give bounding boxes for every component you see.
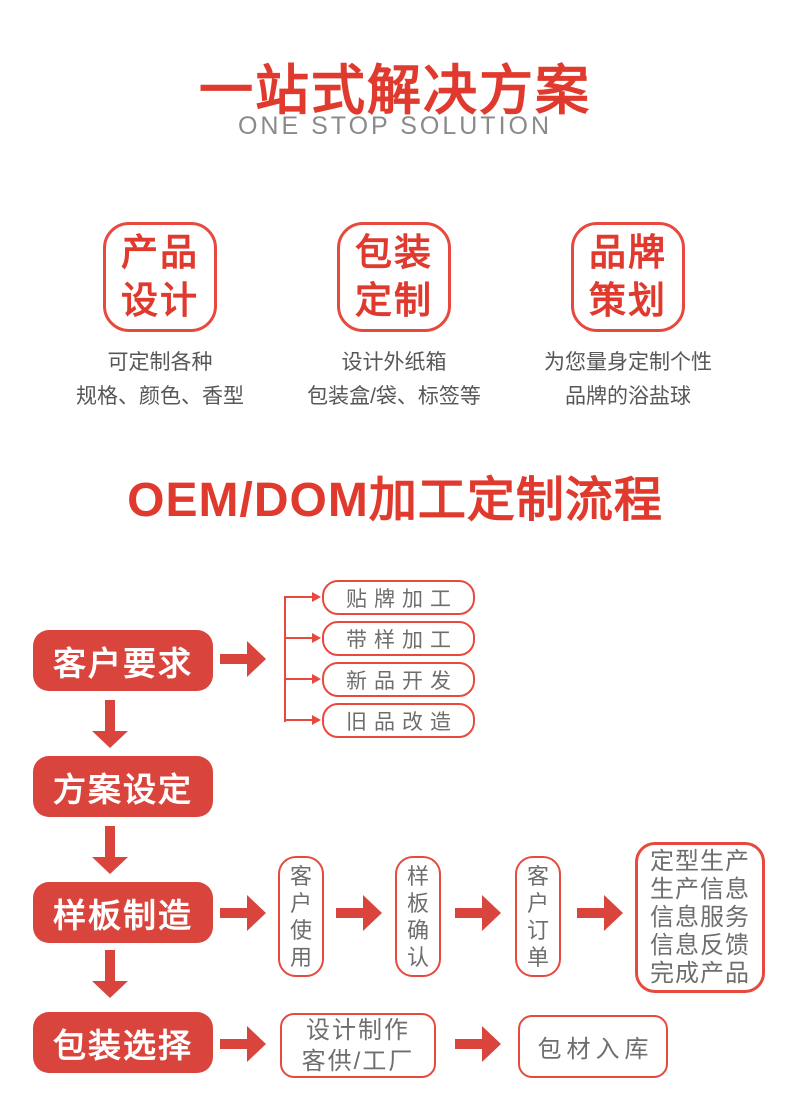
step-plan-setting: 方案设定 xyxy=(33,756,213,817)
arrow-right-icon xyxy=(220,1026,266,1062)
production-info-box: 定型生产 生产信息 信息服务 信息反馈 完成产品 xyxy=(635,842,765,993)
chain-box-sample-confirm: 样板确认 xyxy=(395,856,441,977)
step-customer-requirements: 客户要求 xyxy=(33,630,213,691)
design-make-box: 设计制作 客供/工厂 xyxy=(280,1013,436,1078)
arrow-right-icon xyxy=(220,641,266,677)
arrow-right-icon xyxy=(336,895,382,931)
arrow-right-icon xyxy=(455,895,501,931)
arrow-down-icon xyxy=(92,950,128,998)
feature-title-line: 品牌 xyxy=(589,232,667,273)
feature-title-line: 策划 xyxy=(589,280,667,321)
feature-box-brand-planning: 品牌 策划 xyxy=(571,222,685,332)
feature-box-packaging-custom: 包装 定制 xyxy=(337,222,451,332)
arrow-right-icon xyxy=(577,895,623,931)
branch-box-new-product: 新品开发 xyxy=(322,662,475,697)
process-title: OEM/DOM加工定制流程 xyxy=(127,474,663,527)
step-sample-making: 样板制造 xyxy=(33,882,213,943)
branch-connector-line xyxy=(284,597,286,722)
feature-title-line: 产品 xyxy=(121,232,199,273)
feature-caption-brand-planning: 为您量身定制个性 品牌的浴盐球 xyxy=(544,351,712,408)
chain-box-customer-use: 客户使用 xyxy=(278,856,324,977)
arrow-right-icon xyxy=(455,1026,501,1062)
arrow-down-icon xyxy=(92,700,128,748)
branch-arrow-icon xyxy=(284,592,321,602)
feature-title-line: 包装 xyxy=(355,232,433,273)
feature-title-line: 定制 xyxy=(355,280,433,321)
page-title: 一站式解决方案 xyxy=(199,61,591,121)
warehouse-box: 包材入库 xyxy=(518,1015,668,1078)
branch-arrow-icon xyxy=(284,633,321,643)
feature-caption-packaging-custom: 设计外纸箱 包装盒/袋、标签等 xyxy=(307,351,481,408)
chain-box-customer-order: 客户订单 xyxy=(515,856,561,977)
branch-arrow-icon xyxy=(284,674,321,684)
feature-box-product-design: 产品 设计 xyxy=(103,222,217,332)
arrow-right-icon xyxy=(220,895,266,931)
feature-title-line: 设计 xyxy=(121,280,199,321)
step-packaging-selection: 包装选择 xyxy=(33,1012,213,1073)
branch-arrow-icon xyxy=(284,715,321,725)
feature-caption-product-design: 可定制各种 规格、颜色、香型 xyxy=(76,351,244,408)
branch-box-sample-processing: 带样加工 xyxy=(322,621,475,656)
arrow-down-icon xyxy=(92,826,128,874)
branch-box-old-product: 旧品改造 xyxy=(322,703,475,738)
page-subtitle: ONE STOP SOLUTION xyxy=(237,112,553,140)
branch-box-oem: 贴牌加工 xyxy=(322,580,475,615)
